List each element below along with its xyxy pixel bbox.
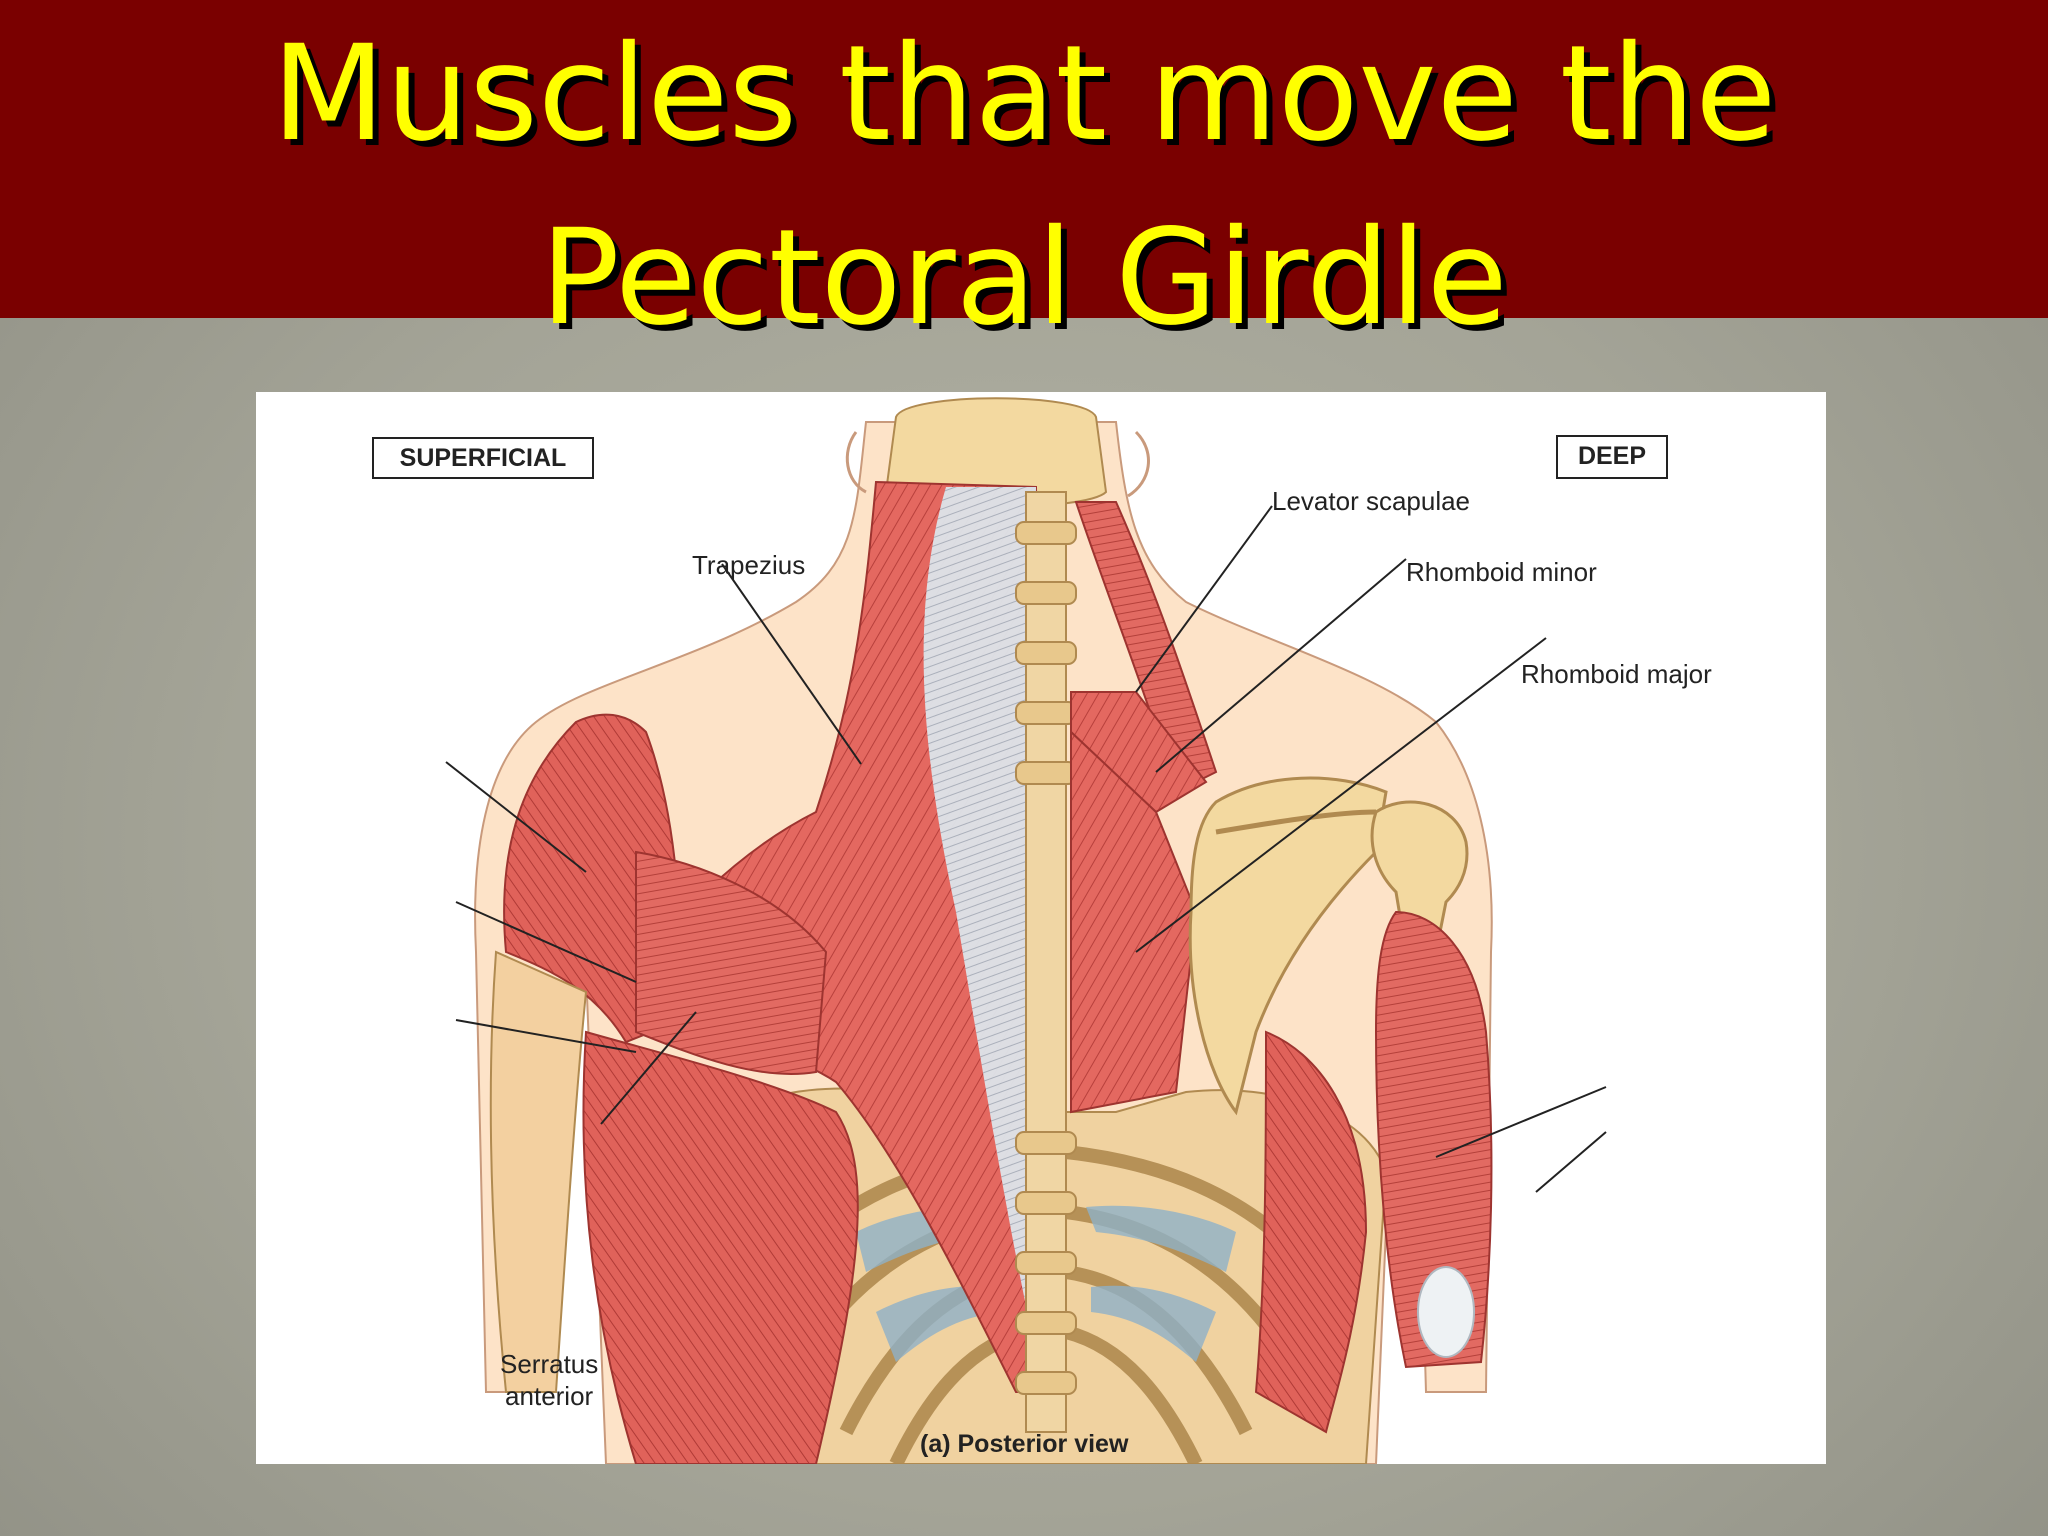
back-muscles-illustration xyxy=(445,397,1607,1464)
title-banner xyxy=(0,0,2048,318)
anatomy-figure: SUPERFICIAL DEEP Trapezius Levator scapu… xyxy=(256,392,1826,1464)
trapezius-aponeurosis xyxy=(923,487,1041,1372)
title-line-2: Pectoral Girdle xyxy=(540,201,1508,355)
infraspinatus-muscle xyxy=(635,850,828,1075)
title-line-1: Muscles that move the xyxy=(271,17,1777,171)
label-serratus-anterior: Serratus anterior xyxy=(500,1348,598,1412)
leader-lines xyxy=(445,505,1607,1193)
deep-badge: DEEP xyxy=(1556,435,1668,479)
serratus-right xyxy=(1254,1030,1368,1434)
label-serratus-line-2: anterior xyxy=(505,1381,594,1411)
rhomboid-major-muscle xyxy=(1070,729,1198,1114)
slide-title: Muscles that move the Pectoral Girdle xyxy=(0,0,2048,370)
vertebral-column xyxy=(1015,491,1077,1433)
latissimus-region xyxy=(582,1030,859,1464)
humerus-bone xyxy=(1370,800,1469,954)
label-rhomboid-major: Rhomboid major xyxy=(1521,659,1712,689)
figure-caption: (a) Posterior view xyxy=(920,1430,1129,1458)
label-levator-scapulae: Levator scapulae xyxy=(1272,486,1471,516)
label-serratus-line-1: Serratus xyxy=(500,1349,599,1379)
rhomboid-minor-muscle xyxy=(1070,691,1208,814)
triceps-muscle xyxy=(1374,910,1493,1369)
left-arm xyxy=(489,950,588,1393)
label-rhomboid-minor: Rhomboid minor xyxy=(1406,557,1597,587)
label-trapezius: Trapezius xyxy=(692,550,806,580)
superficial-badge: SUPERFICIAL xyxy=(372,437,594,479)
scapula-bone xyxy=(1188,776,1388,1116)
